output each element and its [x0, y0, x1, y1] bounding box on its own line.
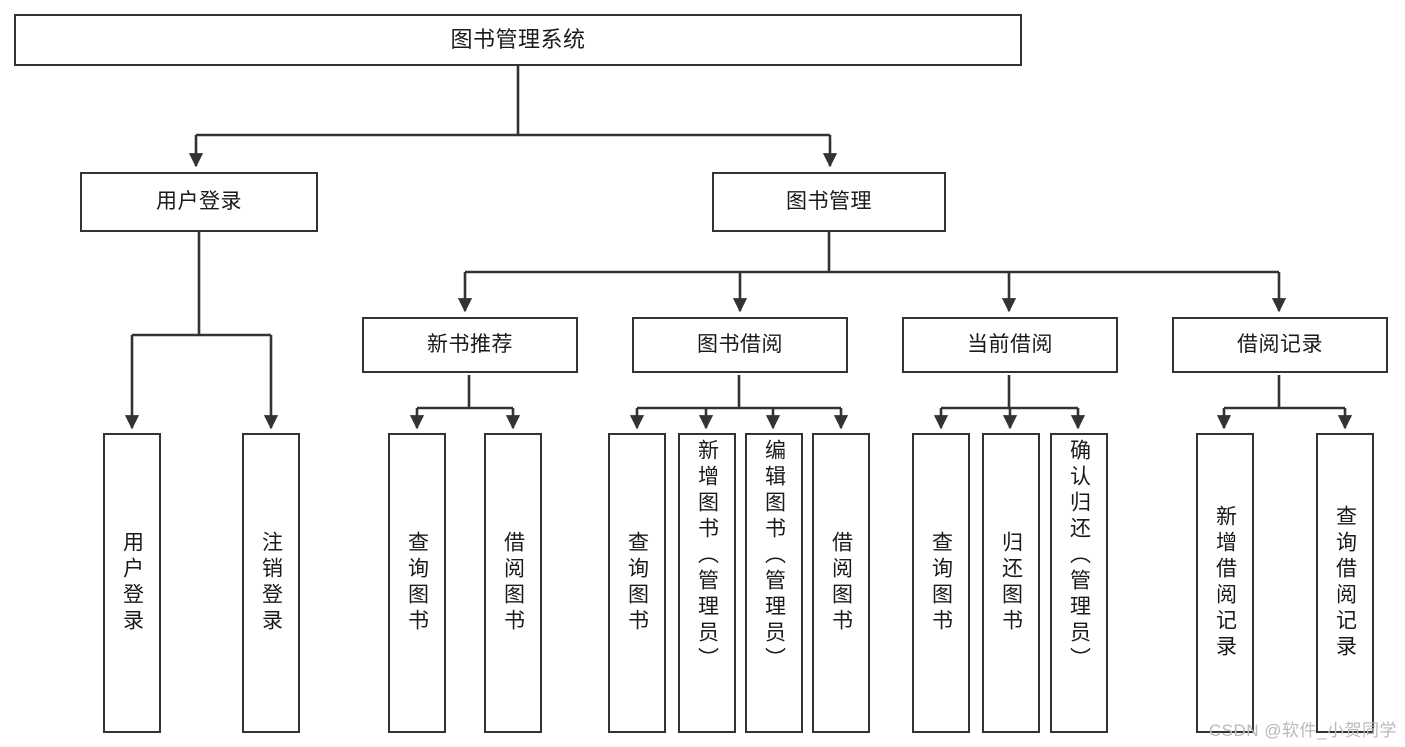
node-leaf-query-book-borrow-label: 查询图书	[625, 531, 649, 635]
node-leaf-user-login[interactable]: 用户登录	[103, 433, 161, 733]
node-leaf-query-book-borrow[interactable]: 查询图书	[608, 433, 666, 733]
node-leaf-borrow-book-label: 借阅图书	[829, 531, 853, 635]
node-leaf-borrow-book-recommend[interactable]: 借阅图书	[484, 433, 542, 733]
node-leaf-logout-label: 注销登录	[259, 531, 283, 635]
node-leaf-user-login-label: 用户登录	[120, 531, 144, 635]
node-leaf-query-borrow-record-label: 查询借阅记录	[1333, 505, 1357, 661]
node-leaf-return-book-label: 归还图书	[999, 531, 1023, 635]
node-leaf-confirm-return-admin[interactable]: 确认归还（管理员）	[1050, 433, 1108, 733]
node-leaf-query-book-recommend-label: 查询图书	[405, 531, 429, 635]
node-user-login-label: 用户登录	[156, 190, 242, 214]
node-root-system-label: 图书管理系统	[450, 26, 586, 52]
node-current-borrow-label: 当前借阅	[967, 333, 1053, 357]
node-book-manage-label: 图书管理	[786, 190, 872, 214]
node-book-manage[interactable]: 图书管理	[712, 172, 946, 232]
node-user-login[interactable]: 用户登录	[80, 172, 318, 232]
node-borrow-record-label: 借阅记录	[1237, 333, 1323, 357]
node-root-system[interactable]: 图书管理系统	[14, 14, 1022, 66]
node-leaf-query-book-current[interactable]: 查询图书	[912, 433, 970, 733]
node-leaf-borrow-book[interactable]: 借阅图书	[812, 433, 870, 733]
node-new-book-recommend[interactable]: 新书推荐	[362, 317, 578, 373]
node-leaf-add-borrow-record-label: 新增借阅记录	[1213, 505, 1237, 661]
node-new-book-recommend-label: 新书推荐	[427, 333, 513, 357]
node-leaf-add-book-admin[interactable]: 新增图书（管理员）	[678, 433, 736, 733]
node-current-borrow[interactable]: 当前借阅	[902, 317, 1118, 373]
csdn-watermark: CSDN @软件_小贺同学	[1208, 721, 1397, 740]
node-leaf-query-borrow-record[interactable]: 查询借阅记录	[1316, 433, 1374, 733]
node-borrow-record[interactable]: 借阅记录	[1172, 317, 1388, 373]
node-leaf-return-book[interactable]: 归还图书	[982, 433, 1040, 733]
node-leaf-logout[interactable]: 注销登录	[242, 433, 300, 733]
node-leaf-edit-book-admin-label: 编辑图书（管理员）	[762, 439, 786, 673]
node-leaf-borrow-book-recommend-label: 借阅图书	[501, 531, 525, 635]
node-book-borrow-label: 图书借阅	[697, 333, 783, 357]
node-leaf-edit-book-admin[interactable]: 编辑图书（管理员）	[745, 433, 803, 733]
node-leaf-add-book-admin-label: 新增图书（管理员）	[695, 439, 719, 673]
node-leaf-add-borrow-record[interactable]: 新增借阅记录	[1196, 433, 1254, 733]
node-leaf-query-book-current-label: 查询图书	[929, 531, 953, 635]
node-book-borrow[interactable]: 图书借阅	[632, 317, 848, 373]
node-leaf-query-book-recommend[interactable]: 查询图书	[388, 433, 446, 733]
node-leaf-confirm-return-admin-label: 确认归还（管理员）	[1067, 439, 1091, 673]
